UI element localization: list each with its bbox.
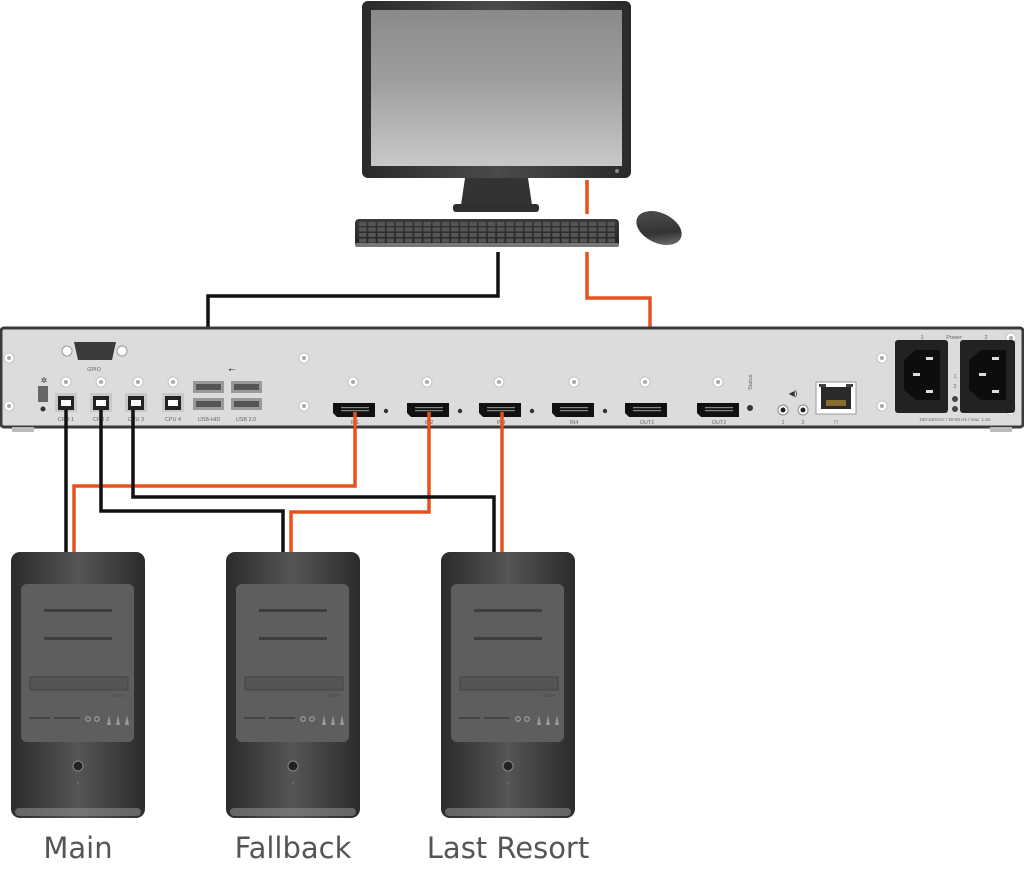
power-inputs[interactable]: 1 Power 2 1 2 100-240VAC / 50-60 Hz / [895, 335, 1015, 422]
led-indicator [292, 782, 294, 784]
usb-icon: ⭠ [228, 364, 235, 374]
video-port-label: OUT2 [712, 420, 727, 426]
power-input-2-label: 2 [984, 335, 987, 341]
power-label: Power [946, 335, 962, 341]
service-port[interactable]: ✲ [38, 376, 48, 412]
monitor [362, 1, 631, 212]
audio-label-2: 2 [801, 420, 804, 426]
screw-icon [298, 400, 310, 412]
screw-icon [167, 376, 179, 388]
gear-icon: ✲ [41, 376, 48, 385]
video-port-in1[interactable]: IN1 [333, 403, 389, 426]
video-port-in4[interactable]: IN4 [552, 403, 608, 426]
usb-port-cpu3[interactable]: CPU 3 [125, 393, 147, 423]
main-video-cable [72, 412, 357, 552]
screw-icon [132, 376, 144, 388]
gpio-label: GPIO [87, 367, 101, 373]
power-led-1 [952, 396, 958, 402]
computer-cables [64, 410, 504, 552]
reset-button[interactable] [40, 406, 46, 412]
screw-icon [60, 376, 72, 388]
computer-fallback: Fallback [226, 552, 360, 865]
computer-last-resort: Last Resort [427, 552, 589, 865]
network-icon: ⊓ [834, 420, 839, 426]
speaker-icon: ◀) [789, 389, 798, 398]
last-resort-usb-cable [131, 410, 496, 552]
power-button-icon[interactable] [72, 760, 84, 772]
mouse [636, 211, 682, 245]
power-button-icon[interactable] [287, 760, 299, 772]
usb-port-label: CPU 3 [128, 417, 144, 423]
usb-port-label: CPU 4 [165, 417, 181, 423]
ethernet-port[interactable]: ⊓ [815, 381, 857, 426]
audio-ports[interactable]: ◀) 1 2 [777, 389, 809, 426]
led-indicator [77, 782, 79, 784]
video-port-out1[interactable]: OUT1 [625, 403, 667, 426]
video-port-out2[interactable]: OUT2 [697, 403, 739, 426]
monitor-power-icon [615, 169, 619, 173]
port-led [602, 408, 608, 414]
computer-main: Main [11, 552, 145, 865]
status-label: Status [748, 374, 754, 390]
screw-icon [568, 376, 580, 388]
video-port-label: IN4 [570, 420, 579, 426]
port-led [457, 408, 463, 414]
port-led [383, 408, 389, 414]
power-led-2 [952, 406, 958, 412]
power-rating-label: 100-240VAC / 50-60 Hz / max. 1.3A [919, 417, 990, 422]
screw-icon [639, 376, 651, 388]
screw-icon [421, 376, 433, 388]
power-socket-1[interactable] [895, 340, 948, 413]
power-input-1-label: 1 [920, 335, 923, 341]
screw-icon [347, 376, 359, 388]
screw-icon [876, 352, 888, 364]
screw-icon [876, 400, 888, 412]
screw-icon [493, 376, 505, 388]
status-indicator: Status [747, 374, 754, 411]
gpio-port[interactable]: GPIO [61, 342, 128, 373]
screw-icon [3, 352, 15, 364]
usb-2-label: USB 2.0 [236, 417, 256, 423]
usb-hid-ports[interactable]: ⭠ USB-HID [193, 364, 236, 423]
screw-icon [712, 376, 724, 388]
computer-label: Fallback [235, 831, 352, 865]
usb-2-ports[interactable]: USB 2.0 [231, 381, 262, 423]
usb-port-cpu4[interactable]: CPU 4 [162, 393, 184, 423]
audio-label-1: 1 [781, 420, 784, 426]
fallback-video-cable [289, 412, 431, 552]
power-led-1-label: 1 [953, 374, 956, 380]
screw-icon [298, 352, 310, 364]
screw-icon [3, 400, 15, 412]
power-led-2-label: 2 [953, 384, 956, 390]
computer-label: Last Resort [427, 831, 589, 865]
video-port-label: OUT1 [640, 420, 655, 426]
computer-label: Main [43, 831, 112, 865]
keyboard [355, 219, 619, 247]
screw-icon [95, 376, 107, 388]
power-button-icon[interactable] [502, 760, 514, 772]
led-indicator [507, 782, 509, 784]
port-led [529, 408, 535, 414]
fallback-usb-cable [99, 410, 285, 552]
power-socket-2[interactable] [960, 340, 1015, 413]
usb-hid-label: USB-HID [198, 417, 221, 423]
